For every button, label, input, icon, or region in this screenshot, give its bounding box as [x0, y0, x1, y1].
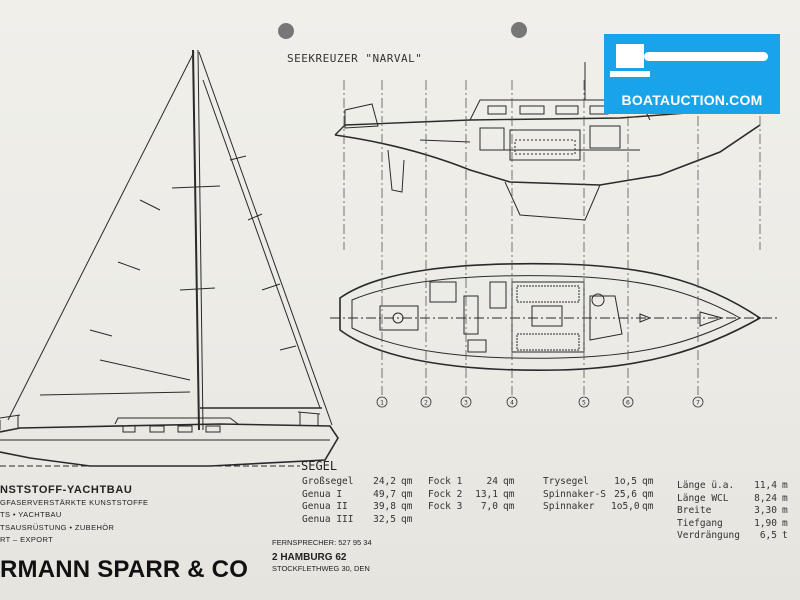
section-label: SEGEL	[301, 459, 338, 473]
plan-title: SEEKREUZER "NARVAL"	[287, 52, 423, 65]
hull-profile	[334, 62, 766, 221]
punch-hole	[278, 23, 294, 39]
deck-plan	[330, 262, 780, 372]
sail-plan	[0, 49, 339, 467]
station-label: 1	[380, 399, 384, 407]
boatauction-logo[interactable]: BOATAUCTION.COM	[604, 34, 780, 114]
company-line: TS • YACHTBAU	[0, 510, 62, 519]
station-label: 5	[582, 399, 586, 407]
station-label: 2	[424, 399, 428, 407]
company-name: RMANN SPARR & CO	[0, 556, 249, 583]
company-line: GFASERVERSTÄRKTE KUNSTSTOFFE	[0, 497, 149, 507]
company-info: NSTSTOFF-YACHTBAU GFASERVERSTÄRKTE KUNST…	[0, 484, 148, 547]
station-label: 3	[464, 399, 468, 407]
company-line: TSAUSRÜSTUNG • ZUBEHÖR	[0, 522, 115, 532]
city: 2 HAMBURG 62	[272, 552, 347, 563]
station-markers	[376, 396, 704, 408]
station-lines	[343, 80, 761, 395]
phone-number: FERNSPRECHER: 527 95 34	[272, 538, 372, 547]
gavel-icon	[610, 44, 768, 77]
street-address: STOCKFLETHWEG 30, DEN	[272, 564, 370, 573]
logo-text: BOATAUCTION.COM	[621, 92, 763, 108]
station-label: 6	[626, 399, 630, 407]
punch-hole	[511, 22, 527, 38]
contact-info: FERNSPRECHER: 527 95 34 2 HAMBURG 62 STO…	[272, 537, 372, 574]
company-line: NSTSTOFF-YACHTBAU	[0, 484, 133, 496]
company-line: RT – EXPORT	[0, 535, 54, 544]
station-label: 4	[510, 399, 514, 407]
station-label: 7	[696, 399, 700, 407]
